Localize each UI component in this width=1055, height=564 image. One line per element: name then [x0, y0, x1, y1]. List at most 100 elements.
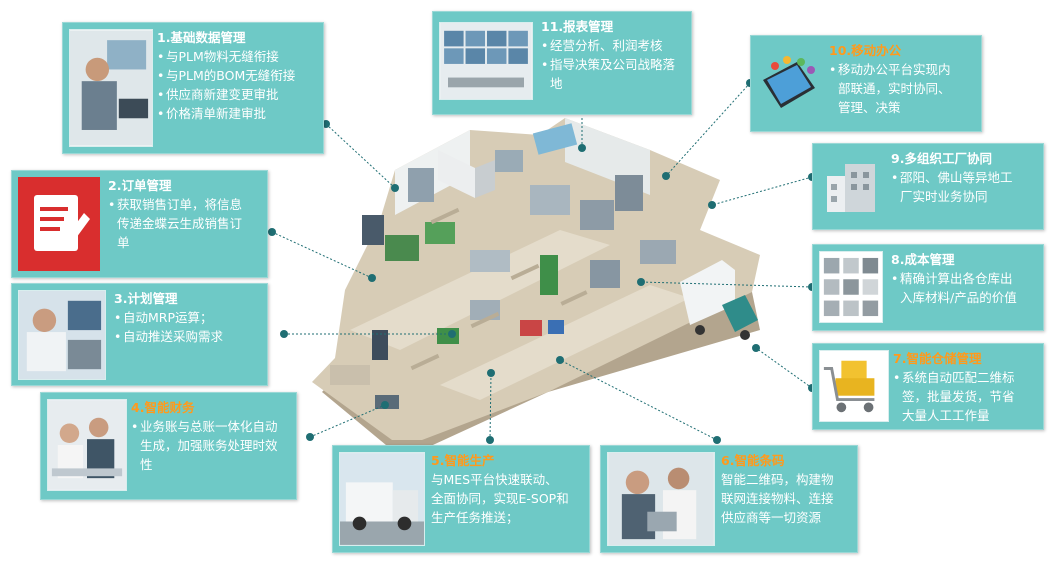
card-title: 2.订单管理: [108, 178, 172, 193]
connector-lines: [271, 82, 813, 441]
card-bullet: 系统自动匹配二维标: [893, 368, 1037, 387]
connector-dot: [486, 436, 494, 444]
card-bullet-list: 邵阳、佛山等异地工 厂实时业务协同: [891, 168, 1037, 206]
card-bullet: 自动推送采购需求: [114, 327, 261, 346]
card-bullet: 自动MRP运算；: [114, 308, 261, 327]
connector-dot: [391, 184, 399, 192]
card-line: 供应商等一切资源: [721, 510, 822, 525]
production-machines: [362, 150, 676, 360]
card-text-list: 智能二维码，构建物 联网连接物料、连接 供应商等一切资源: [721, 470, 851, 527]
card-bullet-list: 精确计算出各仓库出 入库材料/产品的价值: [891, 269, 1037, 307]
connector-dot: [637, 278, 645, 286]
connector-dot: [448, 330, 456, 338]
connector-dot: [578, 144, 586, 152]
connector-dot: [268, 228, 276, 236]
card-bullet: 签，批量发货，节省: [902, 389, 1015, 404]
card-title: 6.智能条码: [721, 453, 785, 468]
card-bullet: 移动办公平台实现内: [829, 60, 975, 79]
card-title: 3.计划管理: [114, 291, 178, 306]
card-line: 全面协同，实现E-SOP和: [431, 491, 569, 506]
card-bullet: 性: [140, 457, 153, 472]
factory-aisle: [440, 285, 690, 400]
card-bullet: 指导决策及公司战略落: [541, 55, 685, 74]
card-report-management[interactable]: 11.报表管理 经营分析、利润考核 指导决策及公司战略落 地: [432, 11, 692, 115]
card-bullet: 部联通，实时协同、: [838, 81, 951, 96]
truck-photo: [339, 452, 425, 546]
connector-dot: [280, 330, 288, 338]
card-title: 5.智能生产: [431, 453, 495, 468]
barcode-workers-photo: [607, 452, 715, 546]
card-title: 8.成本管理: [891, 252, 955, 267]
delivery-truck-shipping: [680, 260, 758, 340]
card-bullet: 单: [117, 235, 130, 250]
card-bullet: 传递金蝶云生成销售订: [117, 216, 243, 231]
connector-dot: [752, 344, 760, 352]
card-bullet: 入库材料/产品的价值: [900, 290, 1017, 305]
delivery-truck-back: [438, 150, 495, 198]
engineer-workstation-photo: [69, 29, 153, 147]
connector-dot: [306, 433, 314, 441]
card-bullet: 价格清单新建审批: [157, 104, 317, 123]
card-bullet-list: 自动MRP运算； 自动推送采购需求: [114, 308, 261, 346]
card-bullet-list: 获取销售订单，将信息 传递金蝶云生成销售订 单: [108, 195, 261, 252]
card-bullet: 生成，加强账务处理时效: [140, 438, 278, 453]
card-line: 智能二维码，构建物: [721, 472, 834, 487]
card-title: 9.多组织工厂协同: [891, 151, 992, 166]
card-bullet: 经营分析、利润考核: [541, 36, 685, 55]
card-basic-data-management[interactable]: 1.基础数据管理 与PLM物料无缝衔接 与PLM的BOM无缝衔接 供应商新建变更…: [62, 22, 324, 154]
card-title: 1.基础数据管理: [157, 30, 246, 45]
product-grid-photo: [819, 251, 883, 323]
card-bullet-list: 与PLM物料无缝衔接 与PLM的BOM无缝衔接 供应商新建变更审批 价格清单新建…: [157, 47, 317, 123]
card-bullet: 大量人工工作量: [902, 408, 990, 423]
card-smart-finance[interactable]: 4.智能财务 业务账与总账一体化自动 生成，加强账务处理时效 性: [40, 392, 297, 500]
card-bullet: 邵阳、佛山等异地工: [891, 168, 1037, 187]
connector-dot: [662, 172, 670, 180]
card-smart-barcode[interactable]: 6.智能条码 智能二维码，构建物 联网连接物料、连接 供应商等一切资源: [600, 445, 858, 553]
card-line: 与MES平台快速联动、: [431, 472, 558, 487]
card-line: 生产任务推送；: [431, 510, 519, 525]
card-text-list: 与MES平台快速联动、 全面协同，实现E-SOP和 生产任务推送；: [431, 470, 583, 527]
card-order-management[interactable]: 2.订单管理 获取销售订单，将信息 传递金蝶云生成销售订 单: [11, 170, 268, 278]
connector-dot: [368, 274, 376, 282]
card-title: 11.报表管理: [541, 19, 614, 34]
card-bullet: 厂实时业务协同: [900, 189, 988, 204]
card-bullet: 地: [550, 76, 563, 91]
finance-team-photo: [47, 399, 127, 491]
smartphone-apps-icon: [757, 54, 821, 114]
card-bullet: 管理、决策: [838, 100, 901, 115]
card-bullet: 与PLM的BOM无缝衔接: [157, 66, 317, 85]
hanging-display: [532, 123, 578, 155]
card-bullet: 与PLM物料无缝衔接: [157, 47, 317, 66]
card-smart-production[interactable]: 5.智能生产 与MES平台快速联动、 全面协同，实现E-SOP和 生产任务推送；: [332, 445, 590, 553]
connector-dot: [487, 369, 495, 377]
connector-dot: [556, 356, 564, 364]
card-line: 联网连接物料、连接: [721, 491, 834, 506]
card-mobile-office[interactable]: 10.移动办公 移动办公平台实现内 部联通，实时协同、 管理、决策: [750, 35, 982, 132]
card-title: 4.智能财务: [131, 400, 195, 415]
card-title: 7.智能仓储管理: [893, 351, 982, 366]
zone-markers: [410, 207, 588, 371]
connector-dot: [713, 436, 721, 444]
connector-dot: [381, 401, 389, 409]
card-multi-org-collaboration[interactable]: 9.多组织工厂协同 邵阳、佛山等异地工 厂实时业务协同: [812, 143, 1044, 230]
card-cost-management[interactable]: 8.成本管理 精确计算出各仓库出 入库材料/产品的价值: [812, 244, 1044, 331]
connector-dot: [708, 201, 716, 209]
card-bullet-list: 系统自动匹配二维标 签，批量发货，节省 大量人工工作量: [893, 368, 1037, 425]
lab-worker-photo: [18, 290, 106, 380]
card-bullet-list: 移动办公平台实现内 部联通，实时协同、 管理、决策: [829, 60, 975, 117]
buildings-icon: [819, 150, 883, 222]
card-bullet: 供应商新建变更审批: [157, 85, 317, 104]
card-bullet: 业务账与总账一体化自动: [131, 417, 290, 436]
card-smart-warehouse[interactable]: 7.智能仓储管理 系统自动匹配二维标 签，批量发货，节省 大量人工工作量: [812, 343, 1044, 430]
shopping-cart-icon: [819, 350, 889, 422]
card-bullet: 获取销售订单，将信息: [108, 195, 261, 214]
connector-dot: [322, 120, 330, 128]
card-bullet: 精确计算出各仓库出: [891, 269, 1037, 288]
card-title: 10.移动办公: [829, 43, 902, 58]
order-edit-icon: [18, 177, 100, 271]
card-bullet-list: 经营分析、利润考核 指导决策及公司战略落 地: [541, 36, 685, 93]
card-bullet-list: 业务账与总账一体化自动 生成，加强账务处理时效 性: [131, 417, 290, 474]
control-room-photo: [439, 22, 533, 100]
card-plan-management[interactable]: 3.计划管理 自动MRP运算； 自动推送采购需求: [11, 283, 268, 386]
